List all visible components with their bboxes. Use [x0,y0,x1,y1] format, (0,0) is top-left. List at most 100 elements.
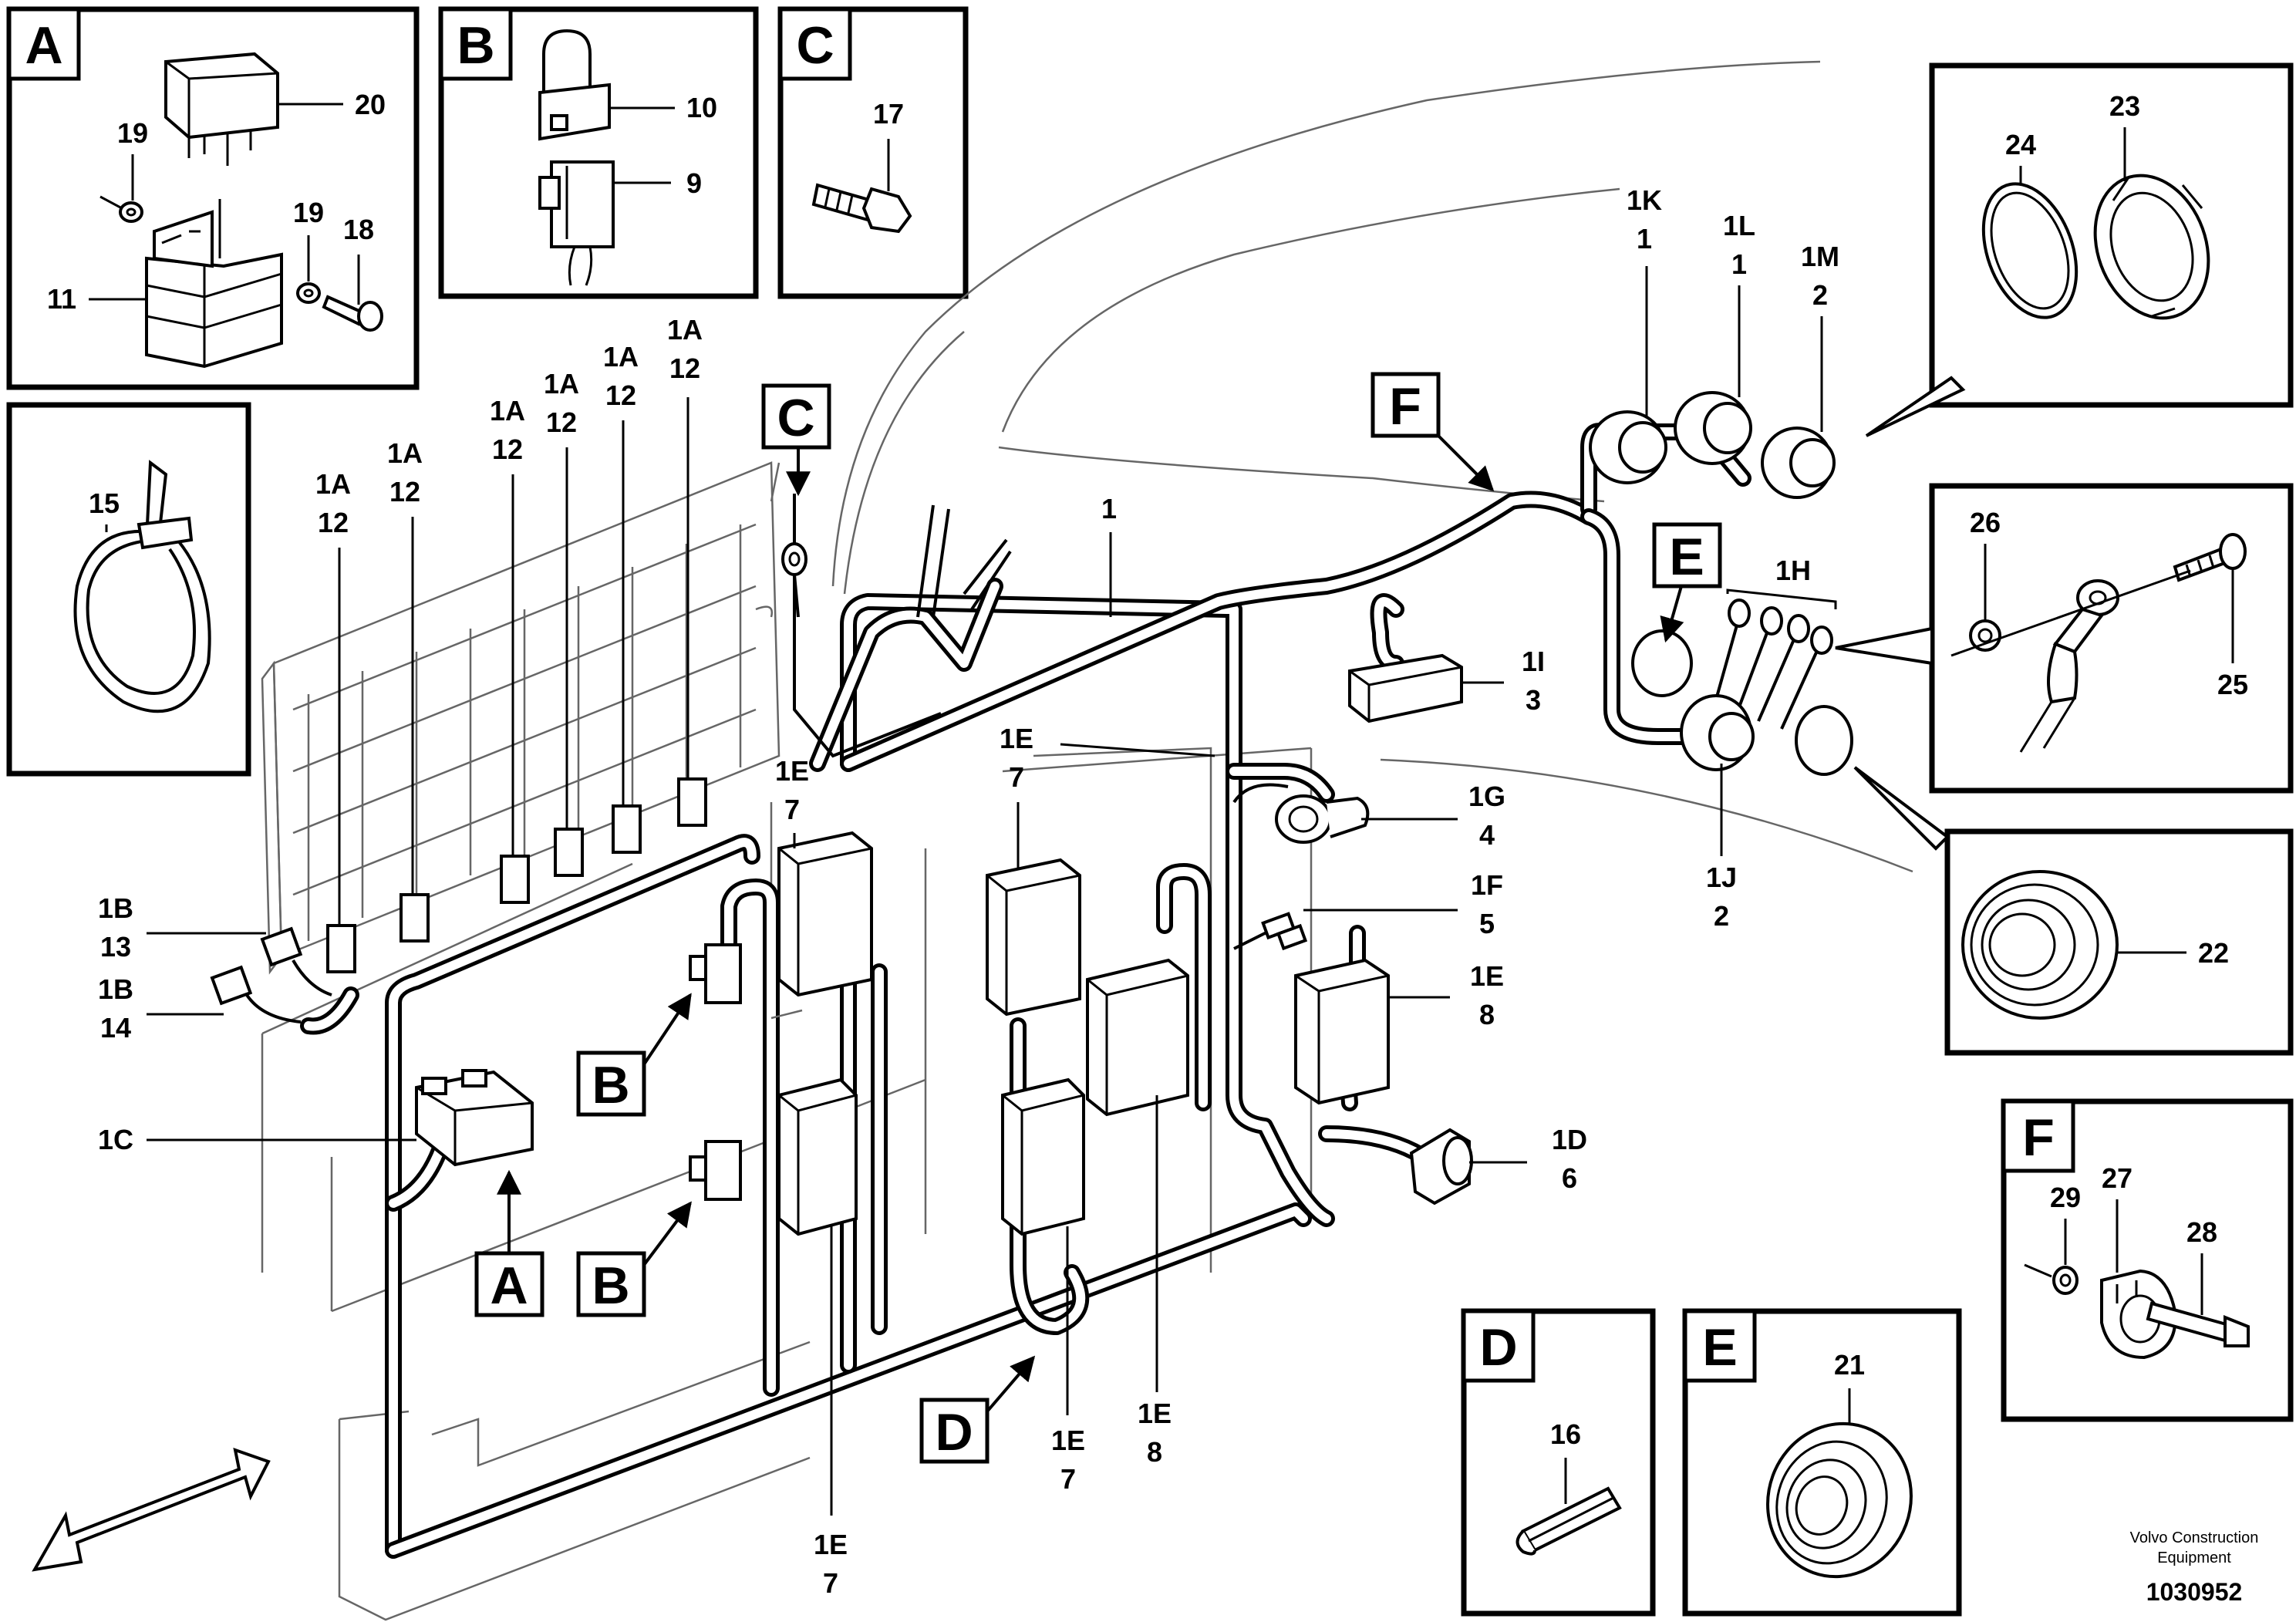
relay-1e-far-right [1294,958,1390,1105]
grommet-icon [1766,1421,1913,1579]
callout-28: 28 [2186,1216,2217,1248]
svg-text:12: 12 [318,507,349,538]
connector-1i [1348,653,1463,723]
svg-text:1E: 1E [775,755,809,787]
detail-box-f: F 29 27 28 [2001,1098,2294,1422]
terminals-1h [1631,588,1853,776]
svg-text:B: B [592,1056,629,1114]
callout-1a-2: 1A 12 [387,437,423,895]
ring-terminal-icon [2019,579,2119,753]
tag-e: E [1652,522,1722,643]
lock-washer-icon [1969,619,2001,652]
callout-1d: 1D 6 [1469,1124,1587,1194]
callout-23: 23 [2109,90,2140,122]
relay-1e-right [1086,958,1189,1117]
svg-text:12: 12 [669,352,700,384]
svg-text:D: D [935,1403,973,1462]
callout-1a-5: 1A 12 [603,341,639,806]
svg-text:B: B [592,1256,629,1315]
svg-text:1E: 1E [1051,1425,1085,1456]
detail-letter-b: B [457,16,494,75]
detail-box-a: A 20 19 [6,6,420,390]
tag-f: F [1371,372,1495,492]
detail-box-d: D 16 [1461,1308,1656,1617]
svg-text:1D: 1D [1552,1124,1587,1155]
detail-box-nut-seal: 24 23 [1929,62,2294,408]
ring-lug-c [781,542,807,618]
svg-text:1: 1 [1101,493,1117,524]
svg-text:F: F [1389,377,1421,436]
edge-strip-icon [1515,1486,1622,1556]
callout-9: 9 [686,167,702,199]
tag-b-lower: B [576,1201,692,1317]
detail-box-c: C 17 [777,6,969,299]
callout-1e-7-bottom-mid: 1E 7 [1051,1226,1085,1495]
svg-text:12: 12 [492,433,523,465]
detail-box-grommet: 22 [1944,828,2294,1056]
callout-17: 17 [873,98,904,130]
seal-ring-icon [1981,182,2079,319]
relay-icon [164,52,279,166]
callout-25: 25 [2217,669,2248,700]
svg-text:8: 8 [1479,999,1495,1030]
callout-15: 15 [89,487,120,519]
callout-1a-1: 1A 12 [315,468,351,926]
callout-18: 18 [343,214,374,245]
svg-text:1J: 1J [1706,862,1737,893]
sheet-info: Volvo Construction Equipment 1030952 [2130,1529,2259,1606]
detail-letter-a: A [25,16,62,75]
callout-1e-7-top-left: 1E 7 [775,755,809,848]
callout-harness-1: 1 [1101,493,1117,617]
tag-b-upper: B [576,993,692,1117]
screw-icon [322,295,383,332]
svg-text:7: 7 [823,1567,838,1599]
callout-21: 21 [1834,1349,1865,1381]
connector-icon [538,160,615,286]
svg-text:1A: 1A [667,314,703,346]
svg-text:1E: 1E [814,1529,848,1560]
detail-box-b: B 10 9 [438,6,759,299]
svg-text:1E: 1E [1470,960,1504,992]
detail-box-cable-tie: 15 [6,402,251,777]
svg-text:1G: 1G [1468,781,1505,812]
svg-text:1B: 1B [98,973,133,1005]
callout-1g: 1G 4 [1361,781,1505,851]
plugs-1k-1l-1m [1589,391,1836,499]
callout-1l: 1L 1 [1723,210,1755,397]
svg-text:5: 5 [1479,908,1495,939]
svg-text:4: 4 [1479,819,1495,851]
connector-1g [1275,794,1370,844]
detail-letter-c: C [796,16,834,75]
callout-1j: 1J 2 [1706,764,1737,932]
callout-24: 24 [2005,129,2036,160]
cable-tie-icon [73,460,211,713]
callout-27: 27 [2102,1162,2132,1194]
svg-text:14: 14 [100,1012,131,1044]
svg-text:E: E [1669,528,1704,586]
relay-1e-left-lower [777,1077,858,1236]
detail-pointer-nuts [1865,376,1966,437]
svg-text:1E: 1E [1138,1398,1172,1429]
detail-letter-e: E [1702,1318,1737,1377]
tag-a: A [474,1169,544,1317]
washer-icon [2052,1266,2079,1295]
callout-1b-13: 1B 13 [98,892,266,963]
publisher-suffix: Equipment [2157,1549,2231,1566]
callout-29: 29 [2050,1182,2081,1213]
svg-text:12: 12 [546,406,577,438]
connector-1d [1409,1128,1473,1206]
svg-text:1A: 1A [603,341,639,373]
callout-1f: 1F 5 [1303,869,1503,939]
callout-1a-4: 1A 12 [544,368,579,829]
svg-text:8: 8 [1147,1436,1162,1468]
callout-1i: 1I 3 [1462,646,1545,716]
electrical-panel [261,461,1313,1621]
detail-box-ring-terminal: 26 25 [1929,483,2294,794]
callout-10: 10 [686,92,717,123]
callout-1e-7-bottom-left: 1E 7 [814,1226,848,1599]
svg-text:2: 2 [1812,279,1828,311]
hex-nut-icon [2093,174,2210,320]
svg-text:1M: 1M [1801,241,1839,272]
wire-harness [300,423,1752,1559]
washer-icon [296,282,321,304]
